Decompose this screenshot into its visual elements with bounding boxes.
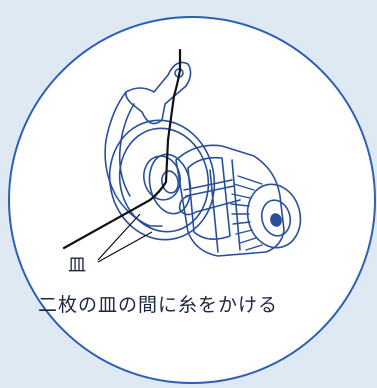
- front-disc-hub: [161, 170, 179, 194]
- dial-knurling: [230, 175, 263, 251]
- diagram-caption: 二枚の皿の間に糸をかける: [38, 294, 279, 316]
- frame-circle: [8, 16, 376, 384]
- thread-line: [62, 48, 182, 250]
- tension-disc-assembly-illustration: [104, 61, 302, 257]
- leader-line-1: [97, 213, 141, 261]
- back-disc-hub: [143, 155, 181, 201]
- back-disc: [108, 119, 216, 241]
- bracket-inner: [118, 103, 135, 197]
- knob-collar: [187, 156, 231, 240]
- leader-line-2: [97, 231, 153, 263]
- part-label-disc: 皿: [68, 255, 86, 276]
- dial-center: [270, 213, 282, 227]
- back-disc-rim: [118, 127, 210, 233]
- knob-pin: [178, 195, 241, 216]
- knob-slot: [183, 179, 235, 197]
- dial-inner: [260, 199, 292, 237]
- thread-guide-bracket: [125, 61, 192, 125]
- leader-lines: [97, 213, 153, 263]
- knob-body: [175, 144, 285, 257]
